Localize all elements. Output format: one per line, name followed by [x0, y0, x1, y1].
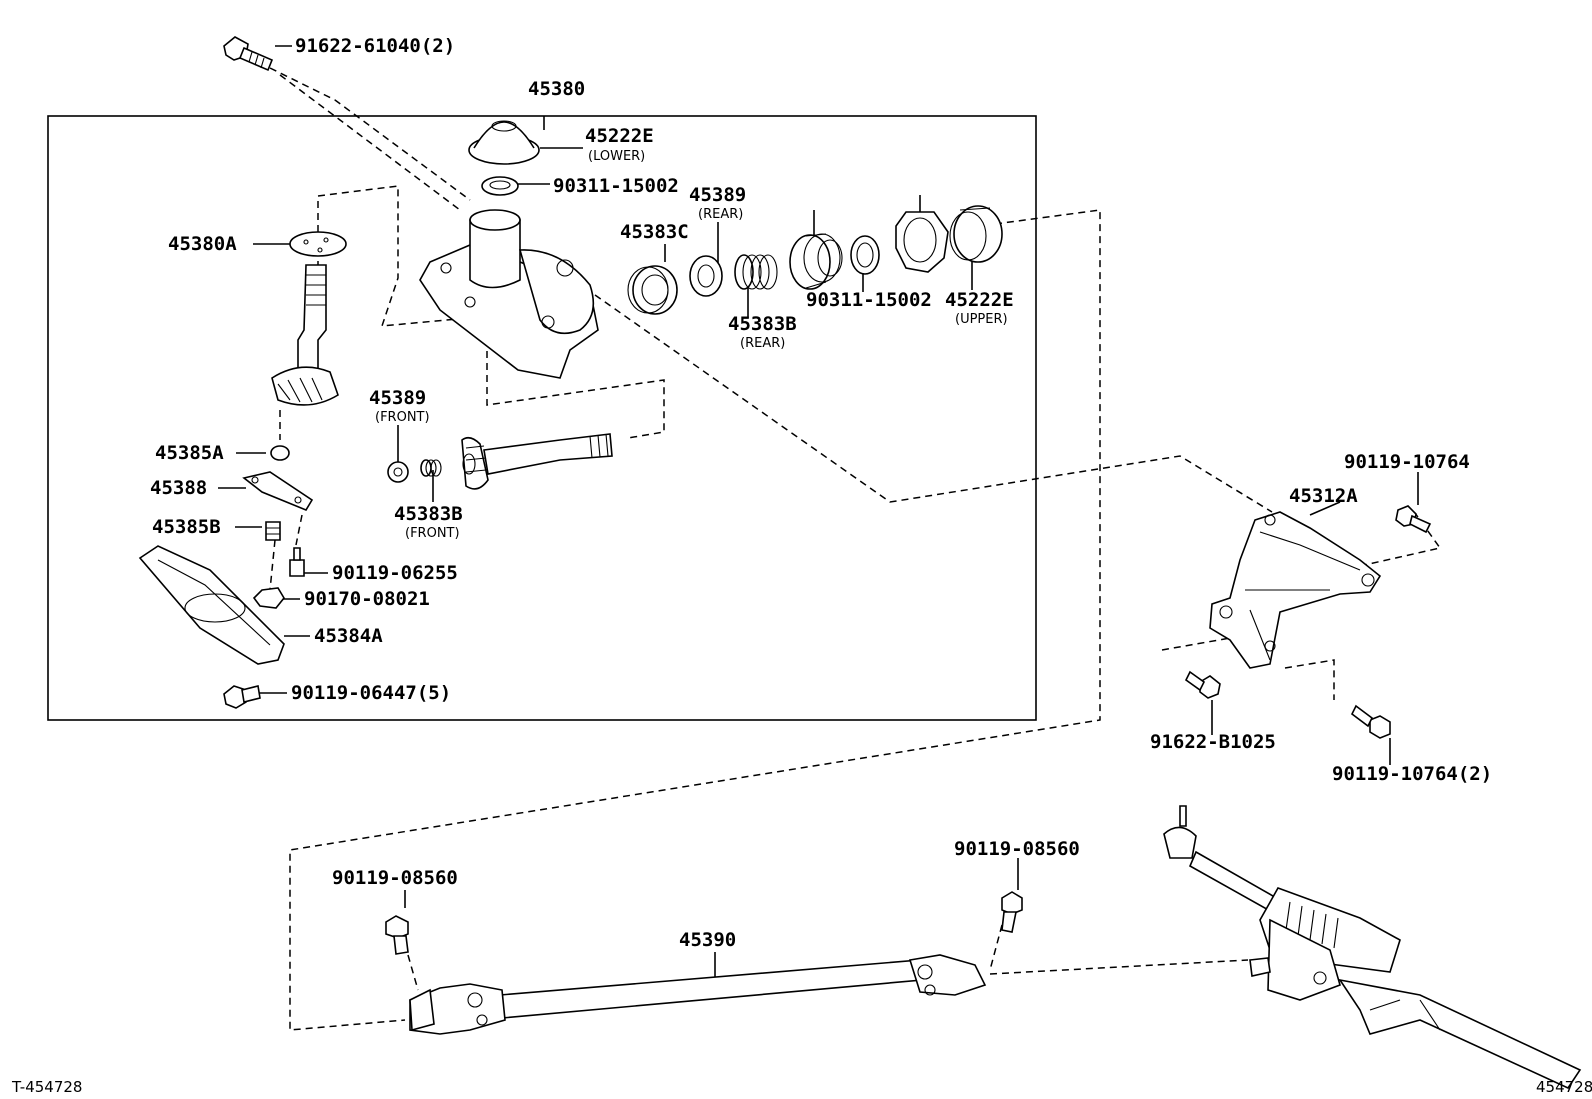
- label-bracket-45388: 45388: [150, 477, 207, 499]
- bearing-rear-part: [689, 255, 723, 297]
- label-bracket-45312a: 45312A: [1289, 485, 1358, 507]
- nut-45545c-part: [895, 211, 949, 273]
- bracket-45312a-part: [1209, 511, 1382, 669]
- plate-45380a-part: [289, 231, 347, 257]
- cover-plate-45384a-part: [138, 545, 285, 665]
- spring-rear-part: [734, 254, 778, 290]
- bearing-race-45383c-part: [627, 265, 678, 315]
- bolt-10764-top-part: [1395, 505, 1432, 534]
- label-pin-45385a: 45385A: [155, 442, 224, 464]
- cover-upper-part: [949, 205, 1003, 263]
- spring-front-part: [420, 459, 442, 477]
- input-shaft-part: [271, 264, 339, 406]
- label-bolt-b1025: 91622-B1025: [1150, 731, 1276, 753]
- footer-left-id: T-454728: [11, 1078, 82, 1096]
- footer-right-id: 454728: [1536, 1078, 1592, 1096]
- label-spring-front-sub: (FRONT): [405, 526, 460, 541]
- label-cover-upper-sub: (UPPER): [955, 312, 1008, 327]
- label-nut-08021: 90170-08021: [304, 588, 430, 610]
- label-cover-plate-45384a: 45384A: [314, 625, 383, 647]
- label-seal-top: 90311-15002: [553, 175, 679, 197]
- seal-top-part: [481, 176, 519, 196]
- nut-08021-part: [252, 587, 285, 609]
- label-bolt-08560-left: 90119-08560: [332, 867, 458, 889]
- label-spring-rear-sub: (REAR): [740, 336, 785, 351]
- intermediate-shaft-part: [409, 954, 987, 1035]
- bolt-10764-bottom-part: [1350, 704, 1391, 739]
- bolt-08560-left-part: [385, 915, 409, 955]
- label-spring-rear: 45383B: [728, 313, 797, 335]
- label-bearing-front-sub: (FRONT): [375, 410, 430, 425]
- label-plate-45380a: 45380A: [168, 233, 237, 255]
- gear-housing-part: [419, 209, 599, 379]
- part-labels: 91622-61040(2) 45380 45222E (LOWER) 9031…: [150, 35, 1492, 951]
- label-seal-right: 90311-15002: [806, 289, 932, 311]
- bearing-front-part: [387, 461, 409, 483]
- label-cover-lower: 45222E: [585, 125, 654, 147]
- label-bolt-10764-bottom: 90119-10764(2): [1332, 763, 1492, 785]
- cover-lower-part: [468, 120, 540, 165]
- bolt-08560-right-part: [1001, 891, 1023, 933]
- nut-45545b-part: [789, 233, 843, 290]
- steering-rack-part: [1163, 805, 1582, 1090]
- label-bearing-rear-sub: (REAR): [698, 207, 743, 222]
- label-bolt-91622-61040: 91622-61040(2): [295, 35, 455, 57]
- pin-45385a-part: [270, 445, 290, 461]
- label-cover-lower-sub: (LOWER): [588, 149, 645, 164]
- label-pin-45385b: 45385B: [152, 516, 221, 538]
- bolt-91622-61040-part: [223, 36, 274, 72]
- label-bearing-rear: 45389: [689, 184, 746, 206]
- label-cover-upper: 45222E: [945, 289, 1014, 311]
- label-assembly-45380: 45380: [528, 78, 585, 100]
- label-bolt-10764-top: 90119-10764: [1344, 451, 1470, 473]
- pinion-shaft-part: [461, 433, 613, 490]
- assembly-45380-box: [47, 115, 1037, 721]
- bolt-b1025-part: [1184, 670, 1221, 699]
- bolt-06447-part: [223, 685, 261, 709]
- label-bolt-06255: 90119-06255: [332, 562, 458, 584]
- label-race-45383c: 45383C: [620, 221, 689, 243]
- label-bearing-front: 45389: [369, 387, 426, 409]
- label-bolt-08560-right: 90119-08560: [954, 838, 1080, 860]
- seal-right-part: [850, 235, 880, 275]
- bolt-06255-part: [289, 547, 305, 577]
- pin-45385b-part: [265, 521, 281, 541]
- label-spring-front: 45383B: [394, 503, 463, 525]
- bracket-45388-part: [242, 471, 314, 512]
- label-bolt-06447: 90119-06447(5): [291, 682, 451, 704]
- label-shaft-45390: 45390: [679, 929, 736, 951]
